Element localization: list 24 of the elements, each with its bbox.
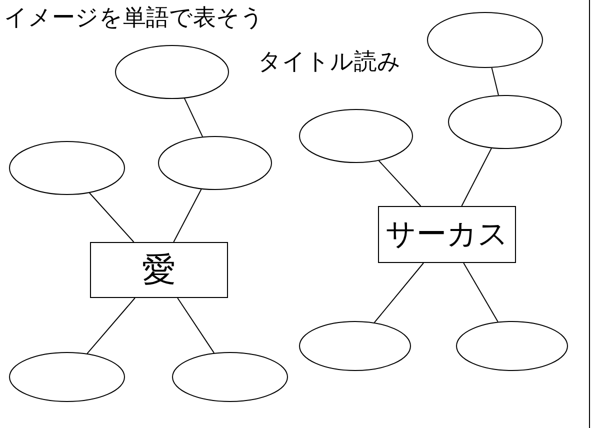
- empty-ellipse: [115, 45, 229, 99]
- connector-line: [173, 188, 202, 242]
- note-text: タイトル読み: [258, 48, 401, 77]
- connector-line: [378, 160, 422, 206]
- connector-line: [374, 262, 424, 324]
- empty-ellipse: [448, 95, 562, 149]
- connector-line: [177, 298, 215, 354]
- connector-line: [88, 192, 134, 242]
- empty-ellipse: [172, 352, 288, 402]
- title: イメージを単語で表そう: [4, 4, 264, 33]
- connector-line: [491, 67, 499, 96]
- empty-ellipse: [299, 109, 413, 163]
- empty-ellipse: [456, 321, 568, 371]
- word-box: サーカス: [378, 206, 516, 263]
- word-box: 愛: [90, 242, 228, 298]
- empty-ellipse: [9, 141, 125, 195]
- empty-ellipse: [427, 12, 543, 68]
- empty-ellipse: [299, 321, 411, 371]
- empty-ellipse: [9, 352, 125, 402]
- connector-line: [461, 148, 492, 206]
- connector-line: [86, 298, 136, 354]
- empty-ellipse: [158, 136, 272, 190]
- connector-line: [463, 262, 498, 322]
- connector-line: [184, 98, 204, 138]
